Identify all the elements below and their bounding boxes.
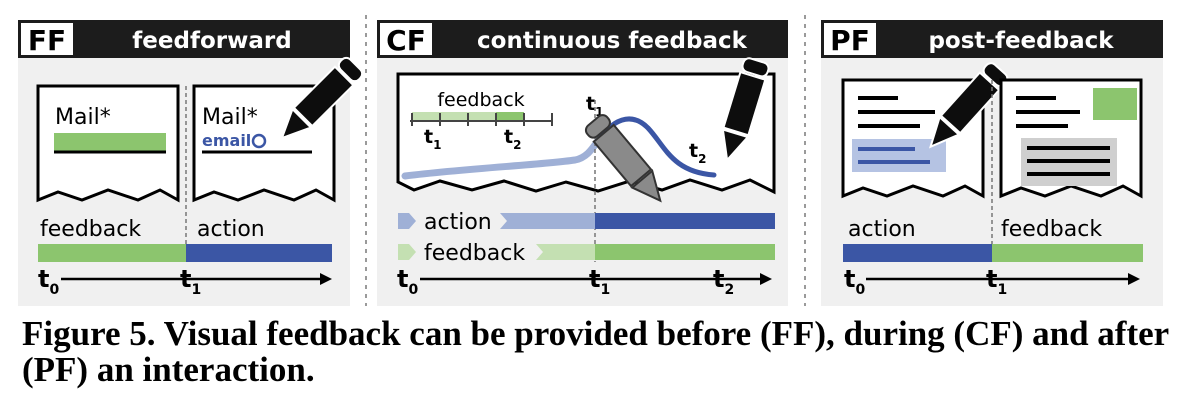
cf-feedback-bar — [595, 244, 775, 260]
panel-ff-header — [18, 20, 350, 58]
panel-pf-tag: PF — [830, 24, 870, 57]
pf-action-bar — [843, 244, 992, 262]
cf-feedback-arrow-icon — [398, 244, 416, 260]
ff-feedforward-highlight — [54, 133, 166, 151]
ff-timeline-arrowhead — [320, 273, 332, 285]
pf-t1-label: t1 — [986, 265, 1007, 298]
cf-stroke-t1-label: t1 — [586, 93, 603, 119]
ff-doc-right-label: Mail* — [202, 105, 258, 130]
cf-mini-segment-1 — [412, 112, 440, 120]
cf-timeline-arrowhead — [760, 273, 772, 285]
cf-stroke-t2-label: t2 — [689, 140, 706, 166]
cf-t2-label: t2 — [713, 265, 734, 298]
ff-bar-feedback-label: feedback — [40, 217, 141, 242]
cf-bar-action-label: action — [424, 210, 492, 235]
panel-ff: FF feedforward Mail* Mail* email feedbac… — [18, 20, 366, 306]
pf-bar-action-label: action — [848, 217, 916, 242]
ff-action-bar — [186, 244, 332, 262]
cf-mini-segment-3 — [468, 112, 496, 120]
ff-t1-label: t1 — [180, 265, 201, 298]
cf-t1-label: t1 — [589, 265, 610, 298]
cf-action-bar — [595, 213, 775, 229]
ff-bar-action-label: action — [197, 217, 265, 242]
panel-ff-title: feedforward — [132, 28, 291, 54]
panel-pf-header — [821, 20, 1163, 58]
panel-pf-tag-box — [824, 23, 876, 55]
cf-action-arrow-icon — [398, 213, 416, 229]
cf-action-bar-past — [500, 213, 595, 229]
panel-cf-title: continuous feedback — [477, 28, 748, 54]
cf-mini-t1-label: t1 — [424, 126, 441, 152]
cf-mini-t2-label: t2 — [504, 126, 521, 152]
cf-mini-segment-4 — [496, 112, 524, 120]
cf-bar-feedback-label: feedback — [424, 241, 525, 266]
cf-mini-timeline-label: feedback — [437, 89, 524, 111]
panel-ff-tag-box — [21, 23, 73, 55]
ff-t0-label: t0 — [38, 265, 59, 298]
panel-cf-tag-box — [380, 23, 432, 55]
panel-cf: CF continuous feedback feedback t1 t2 t1… — [377, 20, 788, 306]
figure-diagram: FF feedforward Mail* Mail* email feedbac… — [18, 15, 1163, 306]
ff-email-input-text: email — [202, 131, 251, 150]
ff-doc-left-label: Mail* — [55, 105, 111, 130]
pf-bar-feedback-label: feedback — [1001, 217, 1102, 242]
panel-cf-tag: CF — [386, 24, 426, 57]
figure-caption: Figure 5. Visual feedback can be provide… — [22, 314, 1169, 389]
panel-pf-title: post-feedback — [928, 28, 1114, 54]
ff-feedback-bar — [38, 244, 186, 262]
cf-feedback-bar-past — [536, 244, 595, 260]
pf-timeline-arrowhead — [1128, 273, 1140, 285]
panel-pf: PF post-feedback action feedback t0 t1 — [821, 20, 1163, 306]
panel-ff-tag: FF — [28, 24, 66, 57]
cf-t0-label: t0 — [397, 265, 418, 298]
pf-feedback-bar — [992, 244, 1143, 262]
panel-cf-header — [377, 20, 788, 58]
cf-mini-segment-2 — [440, 112, 468, 120]
cf-stroke-past — [401, 133, 605, 180]
pf-result-highlight-green — [1093, 88, 1137, 120]
pf-t0-label: t0 — [844, 265, 865, 298]
ff-text-cursor-icon — [251, 133, 267, 149]
